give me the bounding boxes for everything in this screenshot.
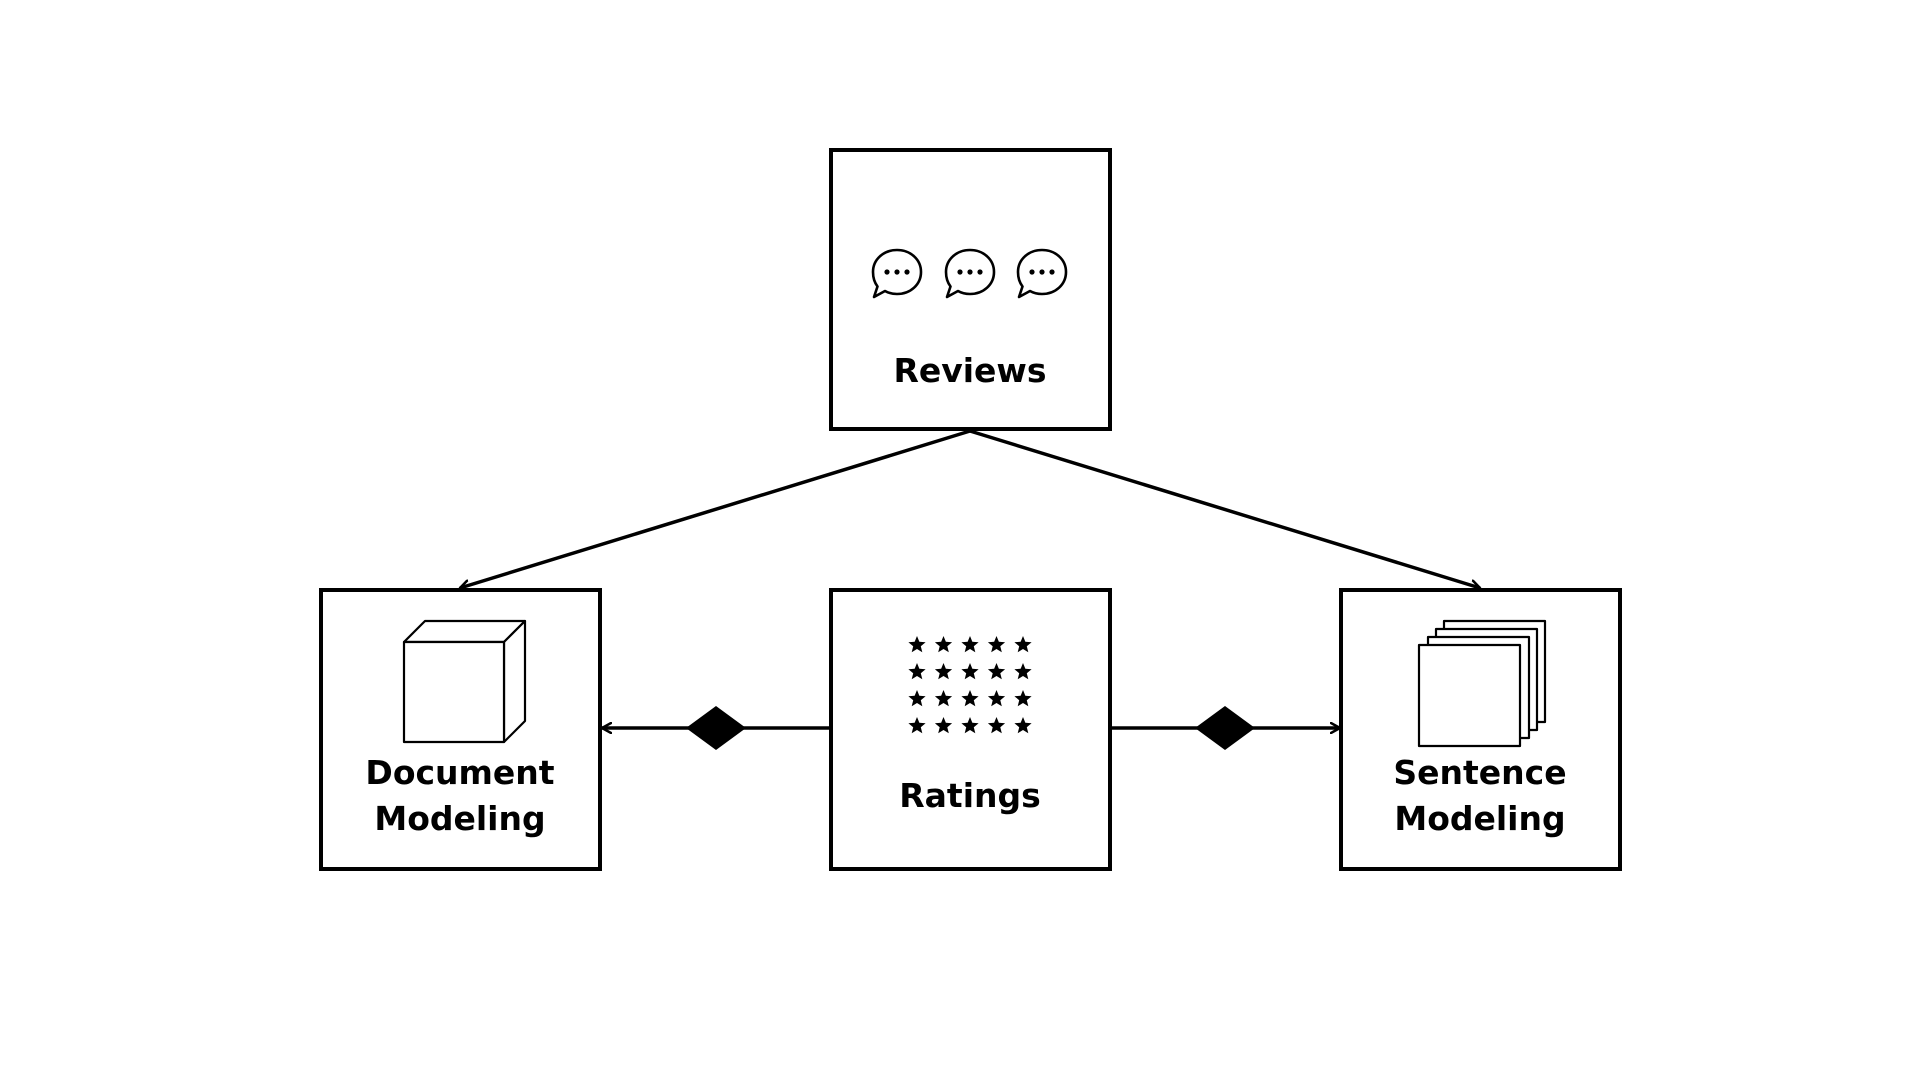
reviews-label: Reviews	[893, 351, 1046, 390]
document-modeling-label-line1: Document	[365, 753, 554, 792]
stacked-pages-icon	[1417, 619, 1547, 748]
diamond-connector-left	[686, 706, 746, 750]
edge-reviews-to-sentence-modeling	[969, 429, 1480, 588]
edge-reviews-to-document-modeling	[460, 429, 971, 588]
ratings-label: Ratings	[899, 776, 1041, 815]
node-sentence-modeling: Sentence Modeling	[1339, 588, 1622, 871]
document-modeling-label-line2: Modeling	[374, 799, 545, 838]
node-ratings: Ratings	[829, 588, 1112, 871]
node-document-modeling: Document Modeling	[319, 588, 602, 871]
diamond-connector-right	[1195, 706, 1255, 750]
cube-icon	[402, 619, 527, 744]
sentence-modeling-label-line2: Modeling	[1394, 799, 1565, 838]
sentence-modeling-label-line1: Sentence	[1393, 753, 1566, 792]
node-reviews: Reviews	[829, 148, 1112, 431]
